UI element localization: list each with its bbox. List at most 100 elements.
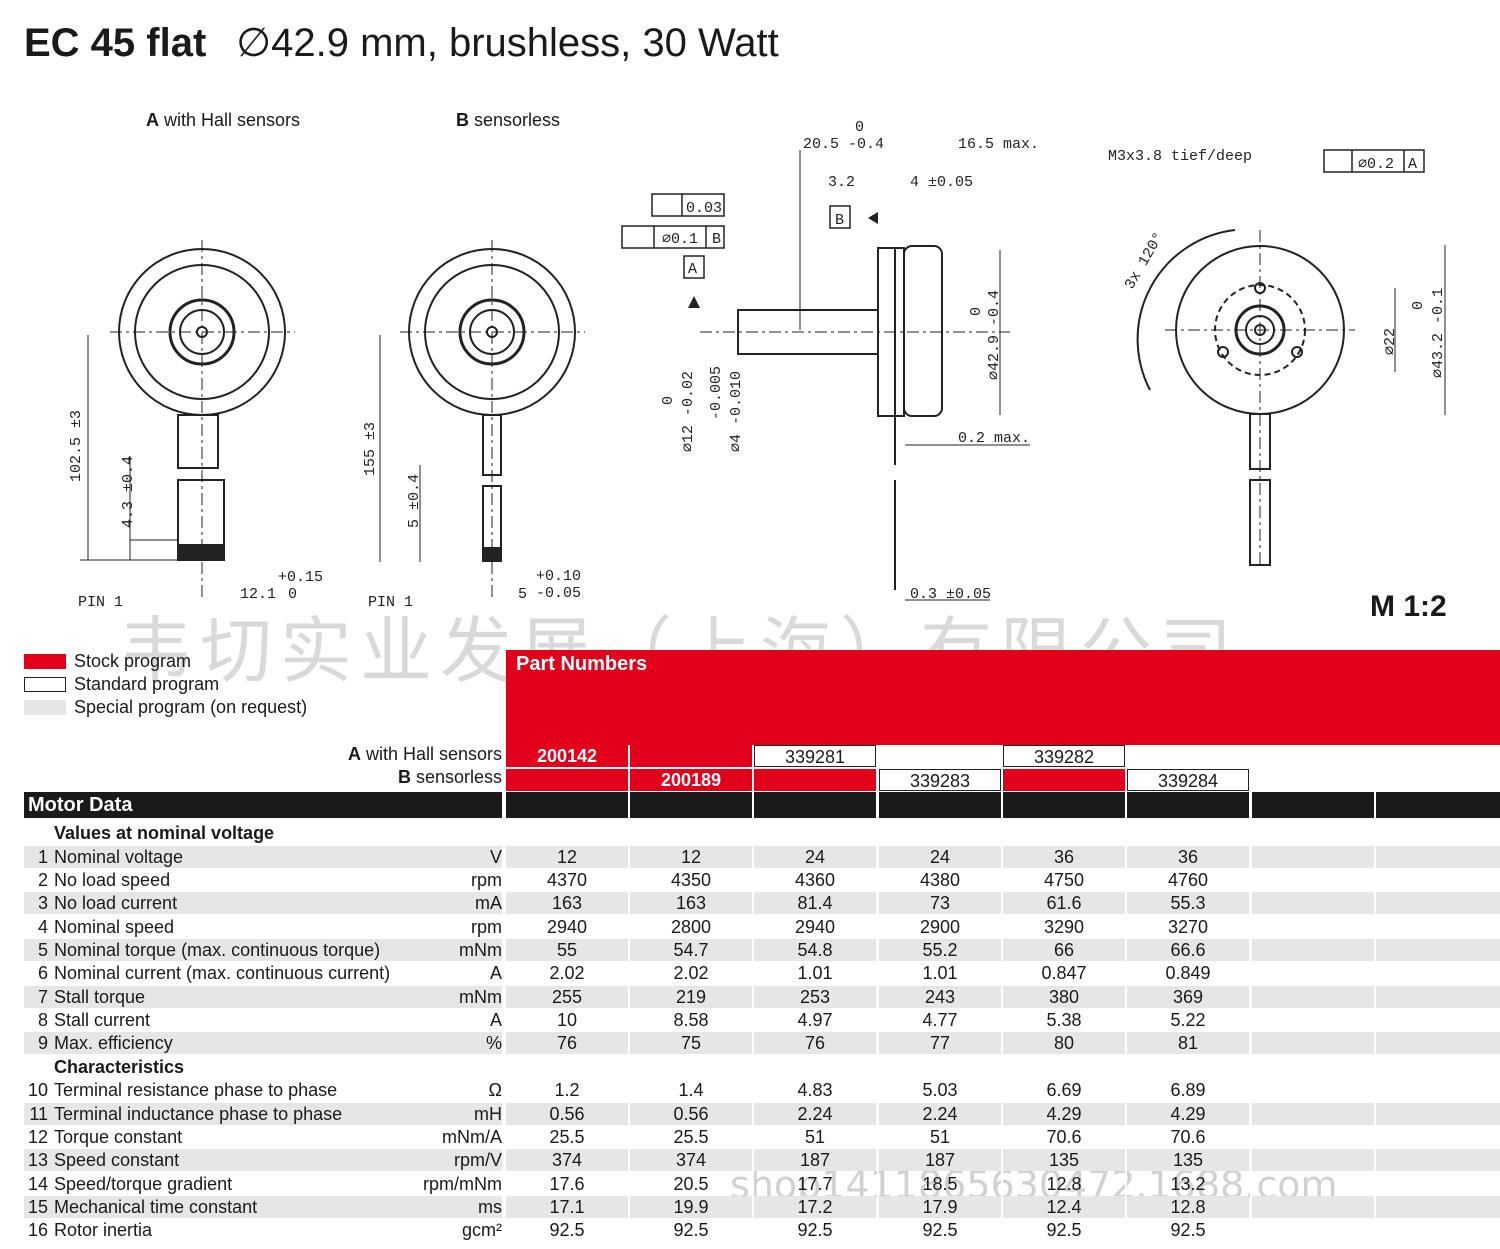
row-cell-bg (1127, 892, 1249, 914)
row-value: 25.5 (673, 1127, 709, 1147)
row-value: 163 (675, 893, 707, 913)
row-value: 92.5 (1170, 1220, 1206, 1240)
dim-12-1: 12.1 (240, 586, 276, 603)
row-label-bg (24, 986, 502, 1008)
pin-a: PIN 1 (78, 594, 123, 611)
row-value: 12.8 (1170, 1197, 1206, 1217)
row-value: 12.4 (1046, 1197, 1082, 1217)
row-value: 66 (1053, 940, 1075, 960)
row-value: 17.1 (549, 1197, 585, 1217)
row-value: 70.6 (1170, 1127, 1206, 1147)
row-b-text: sensorless (410, 767, 502, 787)
row-number: 10 (27, 1080, 48, 1100)
row-label: No load speed (54, 870, 171, 890)
row-cell-bg (1127, 846, 1249, 868)
row-cell-bg (1127, 1149, 1249, 1171)
row-value: 255 (551, 987, 583, 1007)
row-b-label: B sensorless (24, 767, 502, 788)
row-value: 75 (680, 1033, 702, 1053)
part-number-b: 339284 (1127, 769, 1249, 791)
motor-data-header-cell (754, 792, 876, 818)
legend-special: Special program (on request) (24, 696, 307, 719)
row-unit: mA (475, 893, 502, 913)
pin-b: PIN 1 (368, 594, 413, 611)
row-number: 8 (37, 1010, 48, 1030)
row-value: 2.24 (922, 1104, 958, 1124)
dim-4: 4 ±0.05 (910, 174, 973, 191)
dim-0-3: 0.3 ±0.05 (910, 586, 991, 603)
row-cell-bg (1252, 1149, 1374, 1171)
row-number: 4 (37, 917, 48, 937)
row-value: 2940 (794, 917, 836, 937)
row-cell-bg (1003, 939, 1125, 961)
row-number: 12 (27, 1127, 48, 1147)
dim-5: 5 ±0.4 (406, 474, 423, 528)
row-value: 0.56 (549, 1104, 585, 1124)
row-value: 2940 (546, 917, 588, 937)
row-cell-bg (1376, 916, 1500, 938)
row-value: 92.5 (797, 1220, 833, 1240)
row-cell-bg (630, 1149, 752, 1171)
row-cell-bg (1127, 1103, 1249, 1125)
row-value: 253 (799, 987, 831, 1007)
row-cell-bg (506, 1103, 628, 1125)
row-value: 18.5 (922, 1174, 958, 1194)
dim-43-2-top: 0 (1410, 301, 1427, 310)
row-label: Torque constant (54, 1127, 183, 1147)
row-value: 13.2 (1170, 1174, 1206, 1194)
row-a-letter: A (347, 744, 361, 764)
tol-runout: 0.03 (686, 200, 722, 217)
view-b-label: B sensorless (456, 110, 560, 131)
row-cell-bg (1003, 1149, 1125, 1171)
row-value: 17.7 (797, 1174, 833, 1194)
column-divider (877, 792, 879, 1242)
stock-fill (1003, 769, 1125, 791)
row-cell-bg (1376, 1196, 1500, 1218)
dim-shaft-4: ∅4 -0.010 (728, 371, 745, 452)
row-unit: Ω (488, 1080, 502, 1100)
row-value: 4.29 (1046, 1104, 1082, 1124)
column-divider (1374, 792, 1376, 1242)
tol-perp: ∅0.1 (662, 231, 698, 248)
row-cell-bg (630, 986, 752, 1008)
row-value: 4350 (670, 870, 712, 890)
motor-data-header-cell (1127, 792, 1249, 818)
row-cell-bg (1252, 869, 1374, 891)
row-cell-bg (1376, 986, 1500, 1008)
row-cell-bg (630, 846, 752, 868)
dim-shaft-12-top: 0 (660, 396, 677, 405)
row-unit: A (489, 963, 502, 983)
legend: Stock program Standard program Special p… (24, 650, 307, 719)
dim-5b: 5 (518, 586, 527, 603)
row-cell-bg (506, 892, 628, 914)
row-value: 20.5 (673, 1174, 709, 1194)
row-number: 13 (27, 1150, 48, 1170)
row-cell-bg (1127, 939, 1249, 961)
row-value: 54.7 (673, 940, 709, 960)
row-value: 2.24 (797, 1104, 833, 1124)
row-cell-bg (1376, 869, 1500, 891)
row-cell-bg (1252, 986, 1374, 1008)
row-unit: gcm² (462, 1220, 502, 1240)
row-value: 92.5 (549, 1220, 585, 1240)
motor-data-header: Motor Data (24, 792, 502, 818)
row-cell-bg (1252, 1032, 1374, 1054)
row-unit: mH (474, 1104, 502, 1124)
row-cell-bg (1003, 1032, 1125, 1054)
row-cell-bg (1376, 1009, 1500, 1031)
row-cell-bg (754, 939, 876, 961)
row-value: 4.97 (797, 1010, 833, 1030)
row-value: 4.83 (797, 1080, 833, 1100)
row-cell-bg (754, 892, 876, 914)
row-label: Terminal resistance phase to phase (54, 1080, 338, 1100)
row-number: 11 (29, 1104, 48, 1124)
row-value: 25.5 (549, 1127, 585, 1147)
row-cell-bg (506, 986, 628, 1008)
row-label: Nominal current (max. continuous current… (54, 963, 391, 983)
legend-stock-label: Stock program (74, 651, 192, 671)
row-value: 61.6 (1046, 893, 1082, 913)
row-value: 135 (1172, 1150, 1204, 1170)
